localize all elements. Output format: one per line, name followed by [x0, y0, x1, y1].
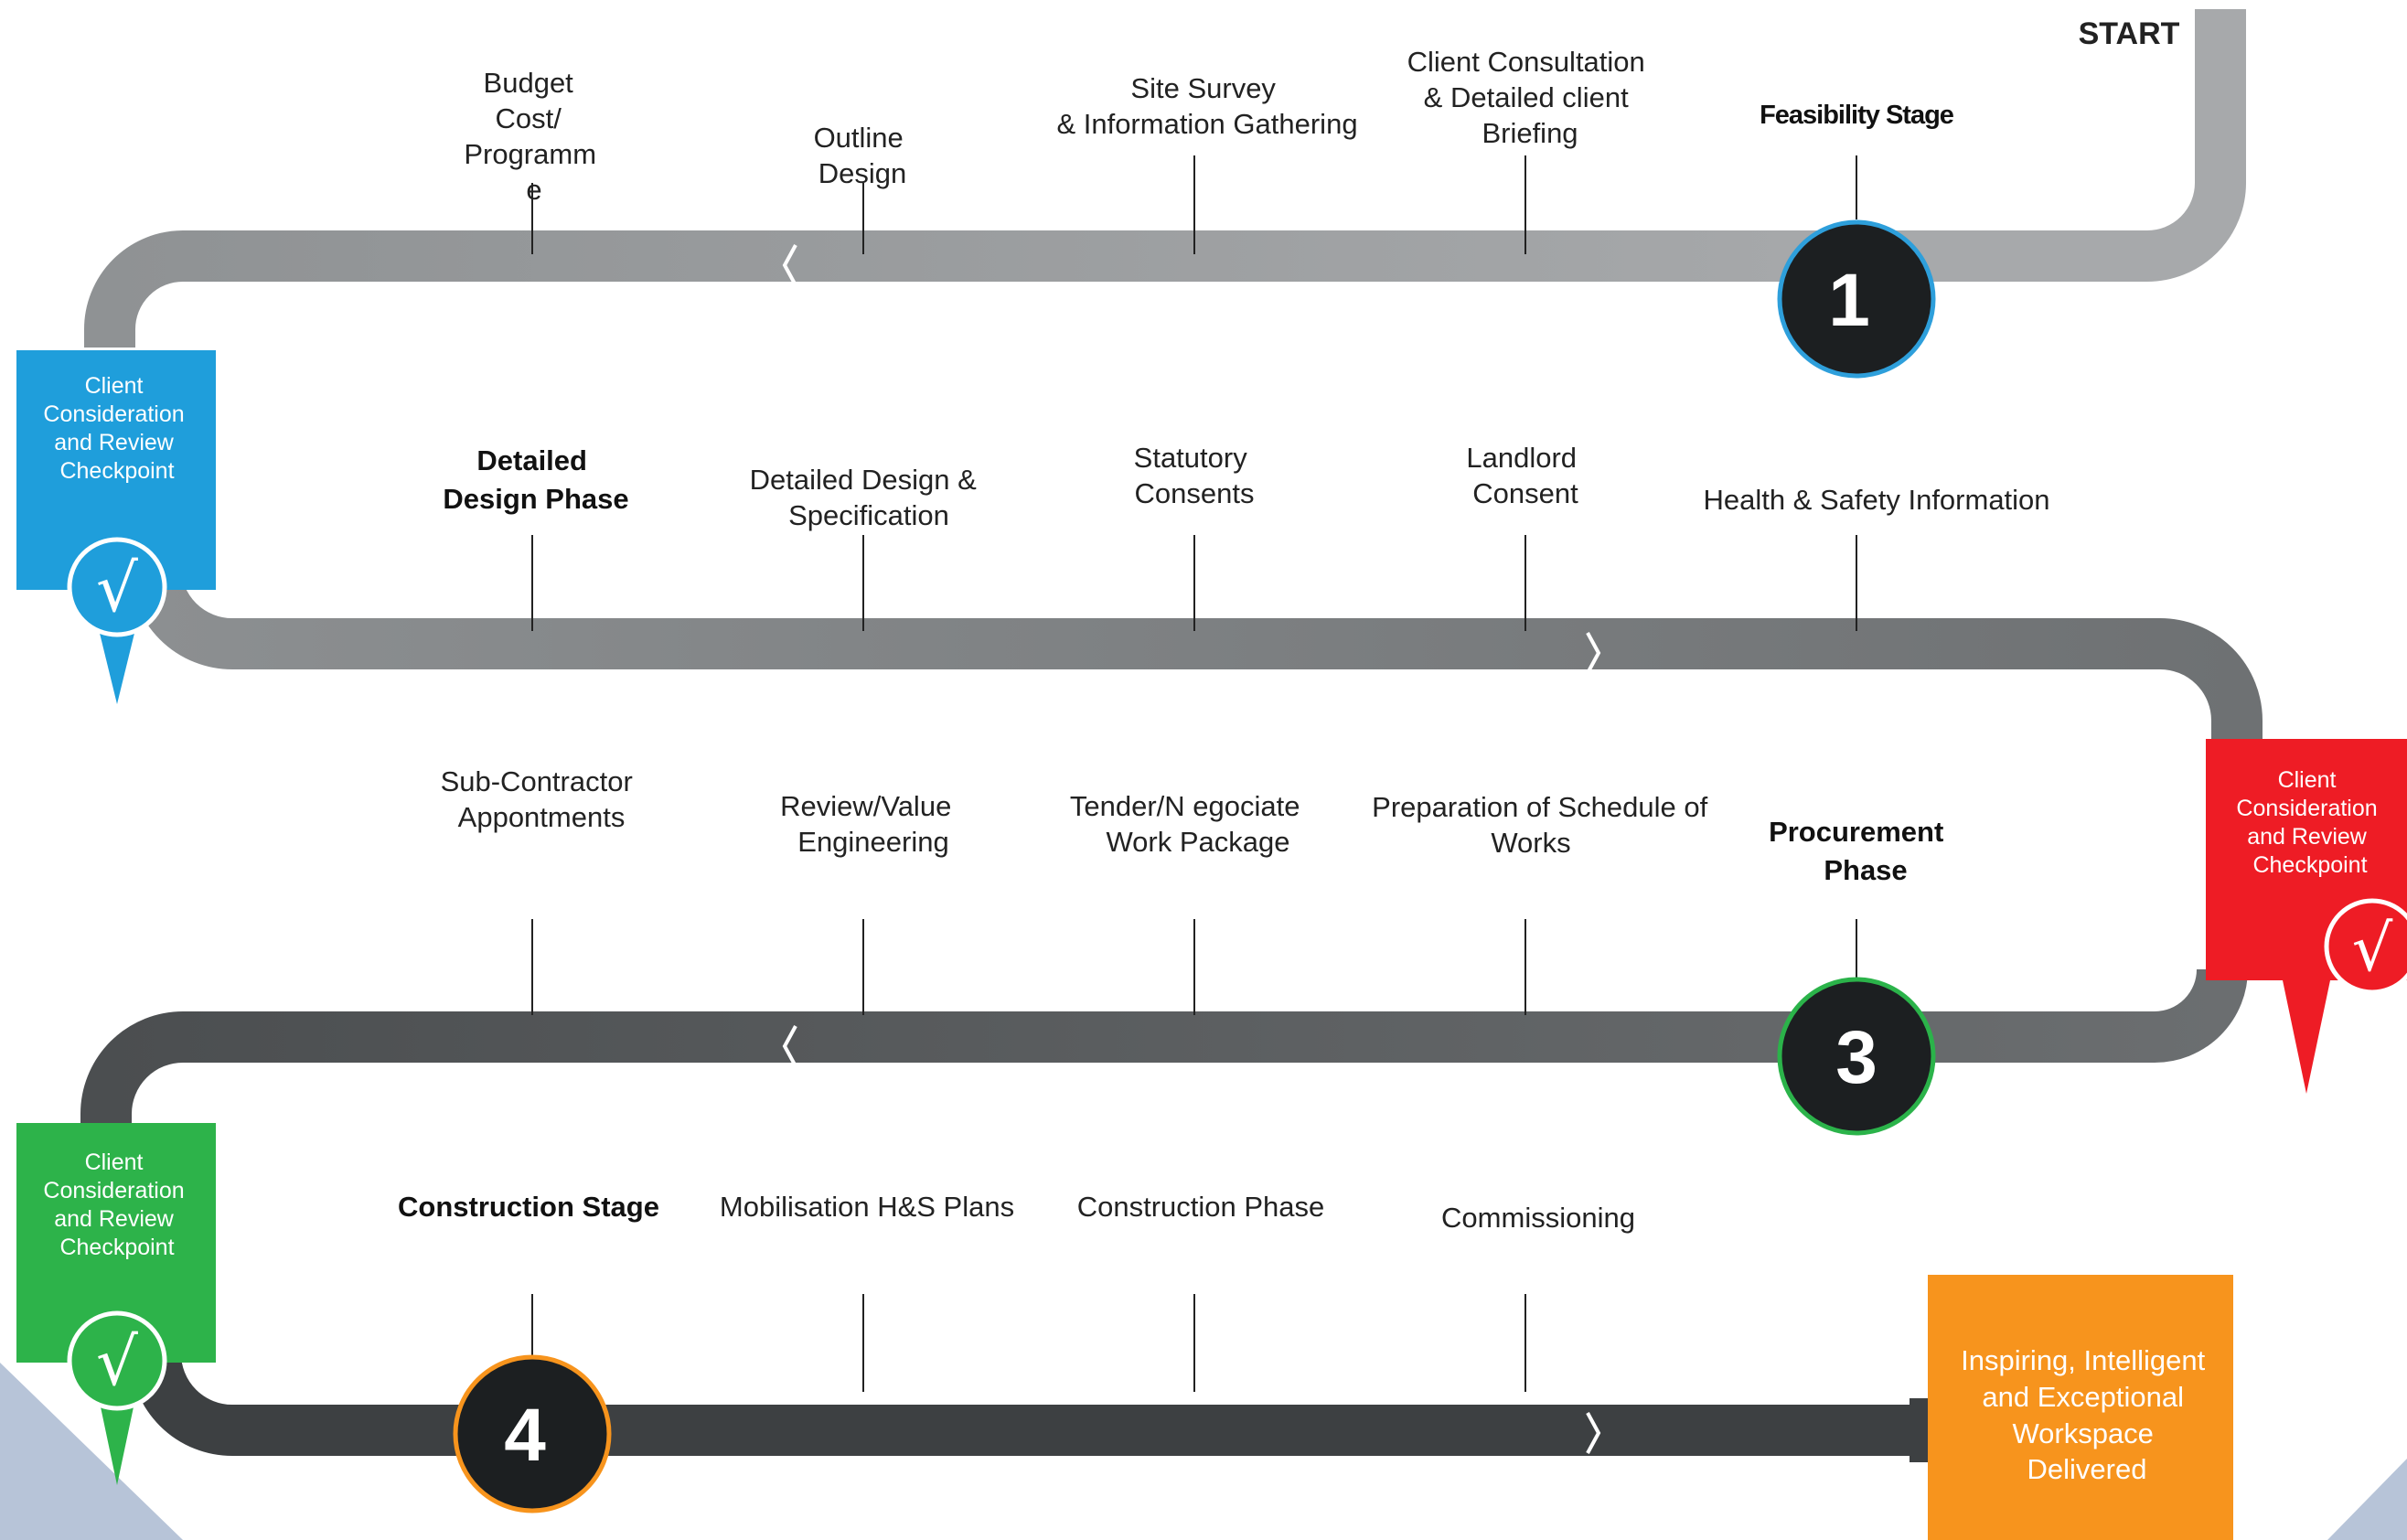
step-label-landlord-consent: Landlord Consent — [1466, 442, 1584, 509]
step-label-statutory-consents: Statutory Consents — [1134, 442, 1256, 509]
checkmark-icon: √ — [2352, 911, 2393, 986]
step-label-schedule-of-works: Preparation of Schedule of Works — [1372, 791, 1716, 859]
stage-label-feasibility: Feasibility Stage — [1760, 101, 1954, 130]
step-label-mobilisation: Mobilisation H&S Plans — [720, 1191, 1014, 1223]
svg-text:Inspiring, Intelligent a: Inspiring, Intelligent and Exceptional W… — [1961, 1344, 2213, 1485]
step-label-sub-contractor: Sub-Contractor Appontments — [441, 765, 641, 833]
checkmark-icon: √ — [96, 550, 138, 626]
stage-label-detailed-design: Detailed Design Phase — [443, 444, 628, 515]
start-label: START — [2079, 16, 2180, 51]
direction-chevron-left-icon — [782, 1025, 797, 1067]
track-row-1 — [84, 230, 1884, 348]
step-label-budget: Budget Cost/ Programm e — [464, 67, 604, 206]
stage-marker-1: 1 — [1777, 219, 1936, 379]
track-row-3 — [80, 968, 2248, 1125]
svg-text:4: 4 — [504, 1394, 546, 1477]
corner-decoration-right — [2327, 1459, 2407, 1540]
svg-text:Client Consideration: Client Consideration and Review Checkpoi… — [2236, 767, 2383, 878]
checkpoint-green: Client Consideration and Review Checkpoi… — [16, 1123, 216, 1485]
step-label-commissioning: Commissioning — [1441, 1202, 1635, 1234]
step-label-tender: Tender/N egociate Work Package — [1070, 790, 1308, 858]
stage-label-construction: Construction Stage — [398, 1191, 659, 1223]
direction-chevron-right-icon — [1586, 632, 1601, 674]
svg-text:3: 3 — [1835, 1016, 1877, 1099]
corner-decoration-left — [0, 1363, 183, 1540]
svg-text:Client Consideration: Client Consideration and Review Checkpoi… — [43, 373, 190, 484]
stage-marker-3: 3 — [1777, 977, 1936, 1136]
direction-chevron-left-icon — [782, 244, 797, 286]
stage-label-procurement: Procurement Phase — [1769, 816, 1952, 886]
track-end-arrowhead — [1910, 1398, 1931, 1462]
track-row-2 — [130, 565, 2263, 750]
checkmark-icon: √ — [96, 1323, 138, 1400]
step-label-outline-design: Outline Design — [814, 122, 912, 189]
step-label-construction-phase: Construction Phase — [1077, 1191, 1325, 1223]
checkpoint-red: Client Consideration and Review Checkpoi… — [2206, 739, 2407, 1094]
svg-text:1: 1 — [1828, 259, 1870, 342]
step-label-detailed-design-spec: Detailed Design & Specification — [750, 464, 985, 531]
step-label-site-survey: Site Survey & Information Gathering — [1056, 72, 1357, 140]
svg-text:Client Consideration: Client Consideration and Review Checkpoi… — [43, 1150, 190, 1260]
stage-marker-4: 4 — [453, 1354, 612, 1513]
step-label-review-value: Review/Value Engineering — [780, 790, 959, 858]
checkpoint-blue: Client Consideration and Review Checkpoi… — [16, 350, 216, 704]
step-label-health-safety: Health & Safety Information — [1703, 484, 2049, 516]
final-outcome-box: Inspiring, Intelligent and Exceptional W… — [1928, 1275, 2233, 1540]
track-row-4 — [130, 1352, 1911, 1456]
step-label-client-consultation: Client Consultation & Detailed client Br… — [1407, 46, 1653, 149]
track-start-drop — [1875, 9, 2246, 282]
direction-chevron-right-icon — [1586, 1412, 1601, 1454]
